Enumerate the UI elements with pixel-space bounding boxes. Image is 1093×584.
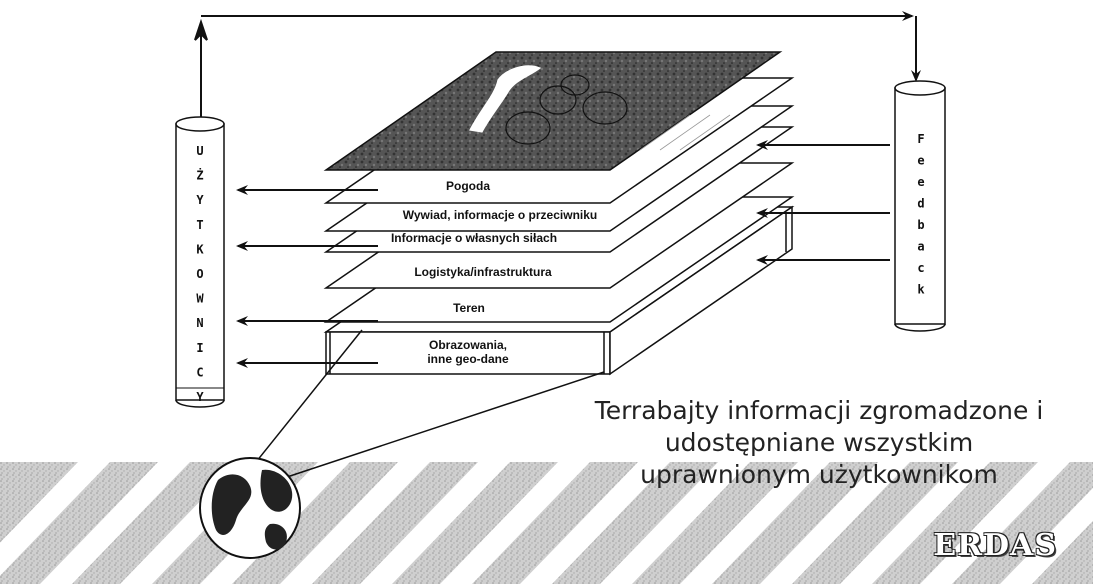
users-letter-7: N — [196, 316, 203, 330]
erdas-logo: ERDAS — [933, 528, 1057, 563]
caption-line-3: uprawnionym użytkownikom — [559, 459, 1079, 491]
users-letter-3: T — [196, 218, 203, 232]
feedback-letter-1: e — [917, 154, 924, 168]
feedback-letter-7: k — [917, 283, 925, 297]
feedback-letter-2: e — [917, 175, 924, 189]
users-letter-9: C — [196, 365, 203, 379]
users-letter-5: O — [196, 267, 203, 281]
feedback-letter-5: a — [917, 240, 924, 254]
users-letter-10: Y — [196, 390, 204, 404]
caption-line-1: Terrabajty informacji zgromadzone i — [559, 395, 1079, 427]
users-letter-6: W — [196, 292, 204, 306]
caption-line-2: udostępniane wszystkim — [559, 427, 1079, 459]
users-letter-8: I — [196, 341, 203, 355]
feedback-letter-3: d — [917, 197, 924, 211]
feedback-letter-4: b — [917, 218, 924, 232]
caption: Terrabajty informacji zgromadzone i udos… — [559, 395, 1079, 491]
users-letter-1: Ż — [196, 168, 203, 183]
feedback-letter-0: F — [917, 132, 924, 146]
users-letter-2: Y — [196, 193, 204, 207]
feedback-letter-6: c — [917, 261, 924, 275]
users-letter-4: K — [196, 242, 204, 256]
users-letter-0: U — [196, 144, 203, 158]
